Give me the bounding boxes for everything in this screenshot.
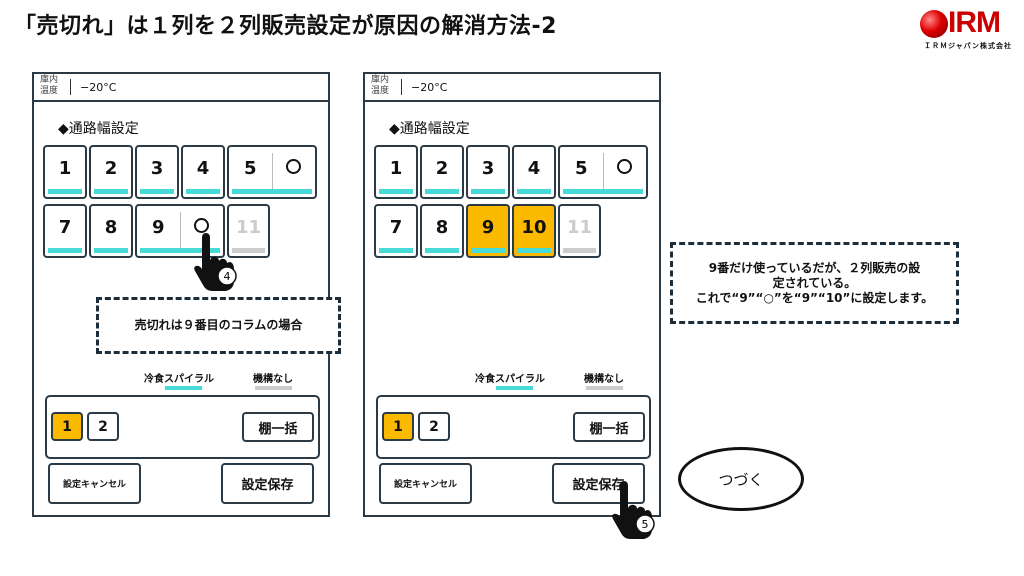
- right-settings-panel: 庫内 温度 −20°C ◆通路幅設定 1 2 3 4 5 7 8 9 10 11…: [363, 72, 661, 517]
- column-cell-9-double[interactable]: 9: [135, 204, 225, 258]
- mode-none-label[interactable]: 機構なし: [253, 374, 293, 385]
- column-cell-5-double[interactable]: 5: [558, 145, 648, 199]
- mode-none-label[interactable]: 機構なし: [584, 374, 624, 385]
- column-cell-11-disabled: 11: [558, 204, 601, 258]
- circle-icon: [617, 158, 633, 174]
- page-title: 「売切れ」は１列を２列販売設定が原因の解消方法-2: [14, 14, 557, 39]
- column-cell-1[interactable]: 1: [43, 145, 87, 199]
- circle-icon: [286, 158, 302, 174]
- temp-value: −20°C: [411, 81, 448, 94]
- note-box: 9番だけ使っているだが、２列販売の設定されている。これで“9”“○”を“9”“1…: [670, 242, 959, 324]
- column-cell-8[interactable]: 8: [89, 204, 133, 258]
- column-cell-4[interactable]: 4: [181, 145, 225, 199]
- panel-header: 庫内 温度 −20°C: [365, 74, 659, 102]
- temp-value: −20°C: [80, 81, 117, 94]
- shelf-tab-2[interactable]: 2: [418, 412, 450, 441]
- mode-spiral-label[interactable]: 冷食スパイラル: [475, 374, 545, 385]
- column-cell-1[interactable]: 1: [374, 145, 418, 199]
- svg-text:4: 4: [224, 270, 231, 283]
- hand-pointer-icon: 4: [194, 233, 237, 291]
- column-cell-3[interactable]: 3: [466, 145, 510, 199]
- hand-pointer-icon: 5: [612, 481, 655, 539]
- mode-spiral-indicator: [496, 386, 533, 390]
- mode-none-indicator: [255, 386, 292, 390]
- svg-text:5: 5: [642, 518, 649, 531]
- column-cell-9-selected[interactable]: 9: [466, 204, 510, 258]
- shelf-bulk-button[interactable]: 棚一括: [573, 412, 645, 442]
- save-settings-button[interactable]: 設定保存: [552, 463, 645, 504]
- column-cell-3[interactable]: 3: [135, 145, 179, 199]
- section-title: ◆通路幅設定: [389, 121, 470, 137]
- temp-label: 庫内 温度: [40, 75, 59, 96]
- shelf-bulk-button[interactable]: 棚一括: [242, 412, 314, 442]
- column-cell-4[interactable]: 4: [512, 145, 556, 199]
- shelf-tab-2[interactable]: 2: [87, 412, 119, 441]
- shelf-box: [45, 395, 320, 459]
- section-title: ◆通路幅設定: [58, 121, 139, 137]
- column-cell-7[interactable]: 7: [374, 204, 418, 258]
- shelf-tab-1[interactable]: 1: [51, 412, 83, 441]
- cancel-settings-button[interactable]: 設定キャンセル: [48, 463, 141, 504]
- panel-header: 庫内 温度 −20°C: [34, 74, 328, 102]
- mode-none-indicator: [586, 386, 623, 390]
- callout-box: 売切れは９番目のコラムの場合: [96, 297, 341, 354]
- column-cell-10-selected[interactable]: 10: [512, 204, 556, 258]
- column-cell-11-disabled: 11: [227, 204, 270, 258]
- temp-label: 庫内 温度: [371, 75, 390, 96]
- column-cell-2[interactable]: 2: [89, 145, 133, 199]
- mode-spiral-label[interactable]: 冷食スパイラル: [144, 374, 214, 385]
- cancel-settings-button[interactable]: 設定キャンセル: [379, 463, 472, 504]
- circle-icon: [194, 217, 210, 233]
- shelf-box: [376, 395, 651, 459]
- save-settings-button[interactable]: 設定保存: [221, 463, 314, 504]
- column-cell-2[interactable]: 2: [420, 145, 464, 199]
- column-cell-7[interactable]: 7: [43, 204, 87, 258]
- column-cell-5-double[interactable]: 5: [227, 145, 317, 199]
- mode-spiral-indicator: [165, 386, 202, 390]
- left-settings-panel: 庫内 温度 −20°C ◆通路幅設定 1 2 3 4 5 7 8 9 11 冷食…: [32, 72, 330, 517]
- shelf-tab-1[interactable]: 1: [382, 412, 414, 441]
- column-cell-8[interactable]: 8: [420, 204, 464, 258]
- continue-oval: つづく: [678, 447, 804, 511]
